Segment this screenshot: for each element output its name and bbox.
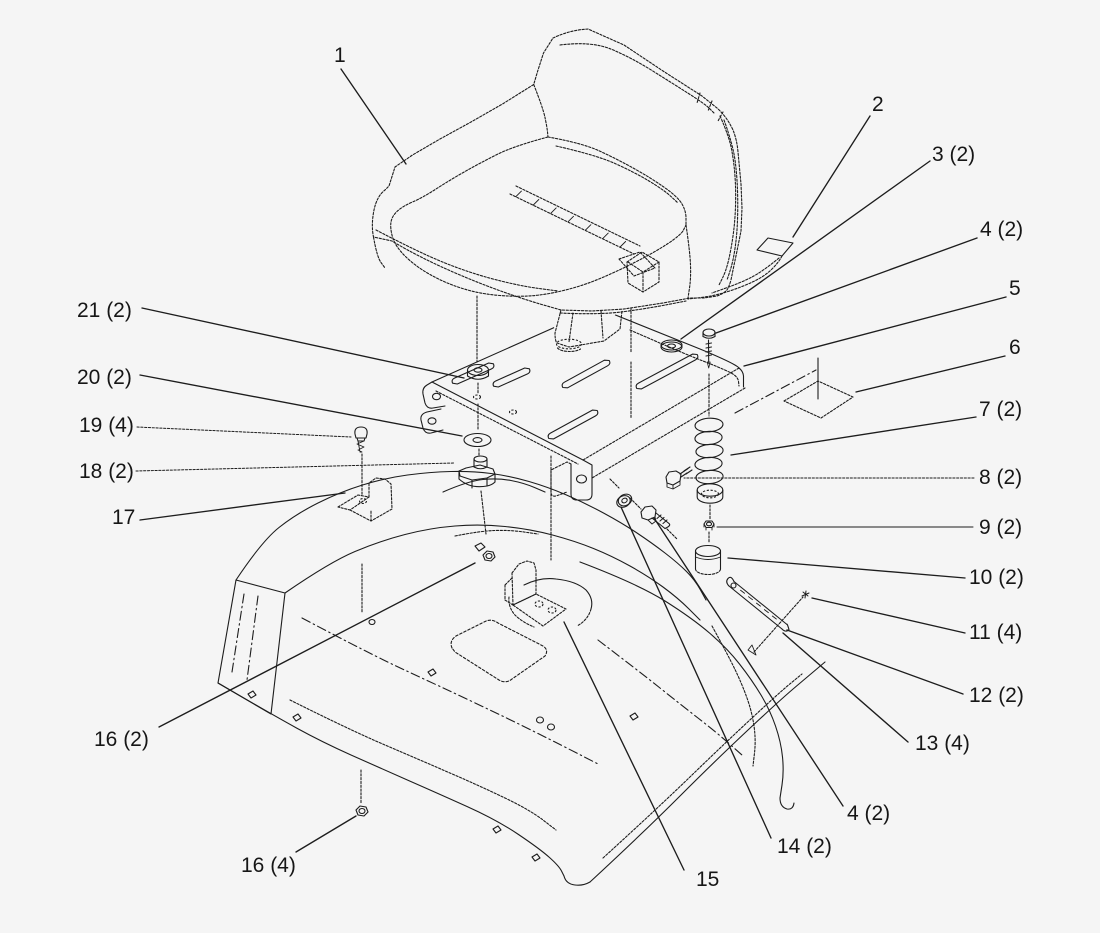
svg-text:6: 6 [1009, 336, 1021, 359]
svg-text:13 (4): 13 (4) [915, 732, 970, 755]
svg-text:10 (2): 10 (2) [969, 566, 1024, 589]
svg-text:21 (2): 21 (2) [77, 299, 132, 322]
svg-text:8 (2): 8 (2) [979, 466, 1022, 489]
svg-text:20 (2): 20 (2) [77, 366, 132, 389]
svg-text:19 (4): 19 (4) [79, 414, 134, 437]
svg-text:17: 17 [112, 506, 135, 529]
svg-text:2: 2 [872, 93, 884, 116]
svg-text:16 (4): 16 (4) [241, 854, 296, 877]
svg-text:11 (4): 11 (4) [969, 621, 1022, 644]
svg-text:18 (2): 18 (2) [79, 460, 134, 483]
svg-text:9 (2): 9 (2) [979, 516, 1022, 539]
svg-text:5: 5 [1009, 277, 1021, 300]
svg-text:7 (2): 7 (2) [979, 398, 1022, 421]
svg-text:1: 1 [334, 44, 346, 67]
svg-text:3 (2): 3 (2) [932, 143, 975, 166]
svg-text:12 (2): 12 (2) [969, 684, 1024, 707]
svg-text:4 (2): 4 (2) [980, 218, 1023, 241]
svg-text:14 (2): 14 (2) [777, 835, 832, 858]
svg-text:4 (2): 4 (2) [847, 802, 890, 825]
svg-text:15: 15 [696, 868, 719, 891]
svg-text:16 (2): 16 (2) [94, 728, 149, 751]
